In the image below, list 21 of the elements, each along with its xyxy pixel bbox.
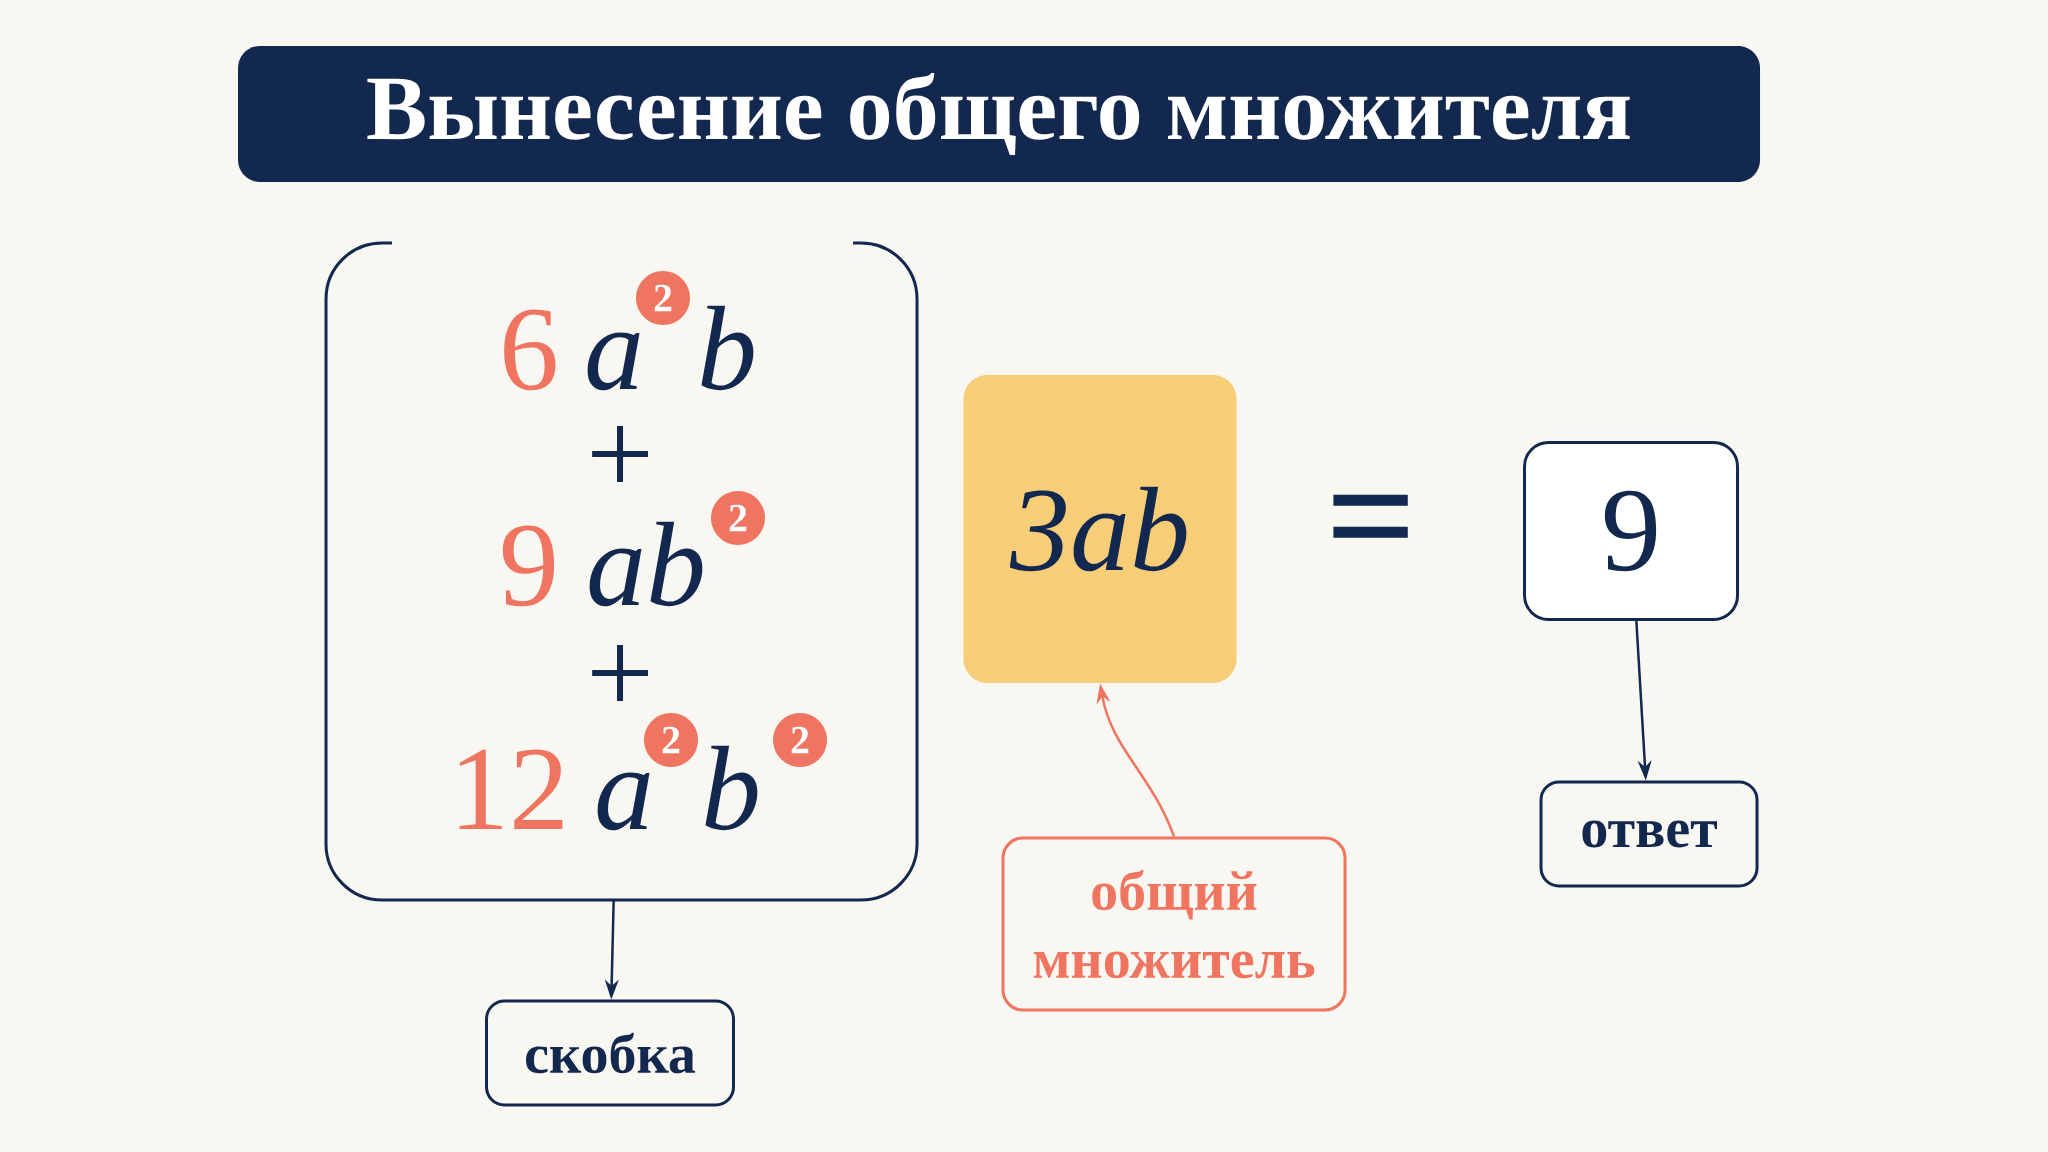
- exponent-badge: 2: [711, 491, 765, 545]
- exponent-badge: 2: [773, 713, 827, 767]
- callout-box: ответ: [1539, 780, 1759, 888]
- plus-sign: +: [592, 426, 648, 482]
- variable: a: [587, 332, 640, 391]
- callout-box: общий множитель: [1001, 836, 1347, 1012]
- variable: b: [705, 745, 758, 831]
- variable: a: [597, 772, 650, 831]
- callout-box: скобка: [485, 999, 735, 1107]
- answer-box: 9: [1523, 441, 1739, 621]
- plus-sign: +: [592, 645, 648, 701]
- variable: ab: [589, 521, 703, 607]
- exponent-badge: 2: [636, 271, 690, 325]
- title-bar: Вынесение общего множителя: [238, 46, 1760, 182]
- coefficient: 6: [504, 309, 556, 391]
- exponent-badge: 2: [644, 713, 698, 767]
- equals-sign: =: [1333, 494, 1408, 538]
- variable: b: [701, 305, 754, 391]
- coefficient: 12: [459, 749, 563, 829]
- factor-box: 3ab: [963, 375, 1237, 683]
- coefficient: 9: [502, 525, 555, 607]
